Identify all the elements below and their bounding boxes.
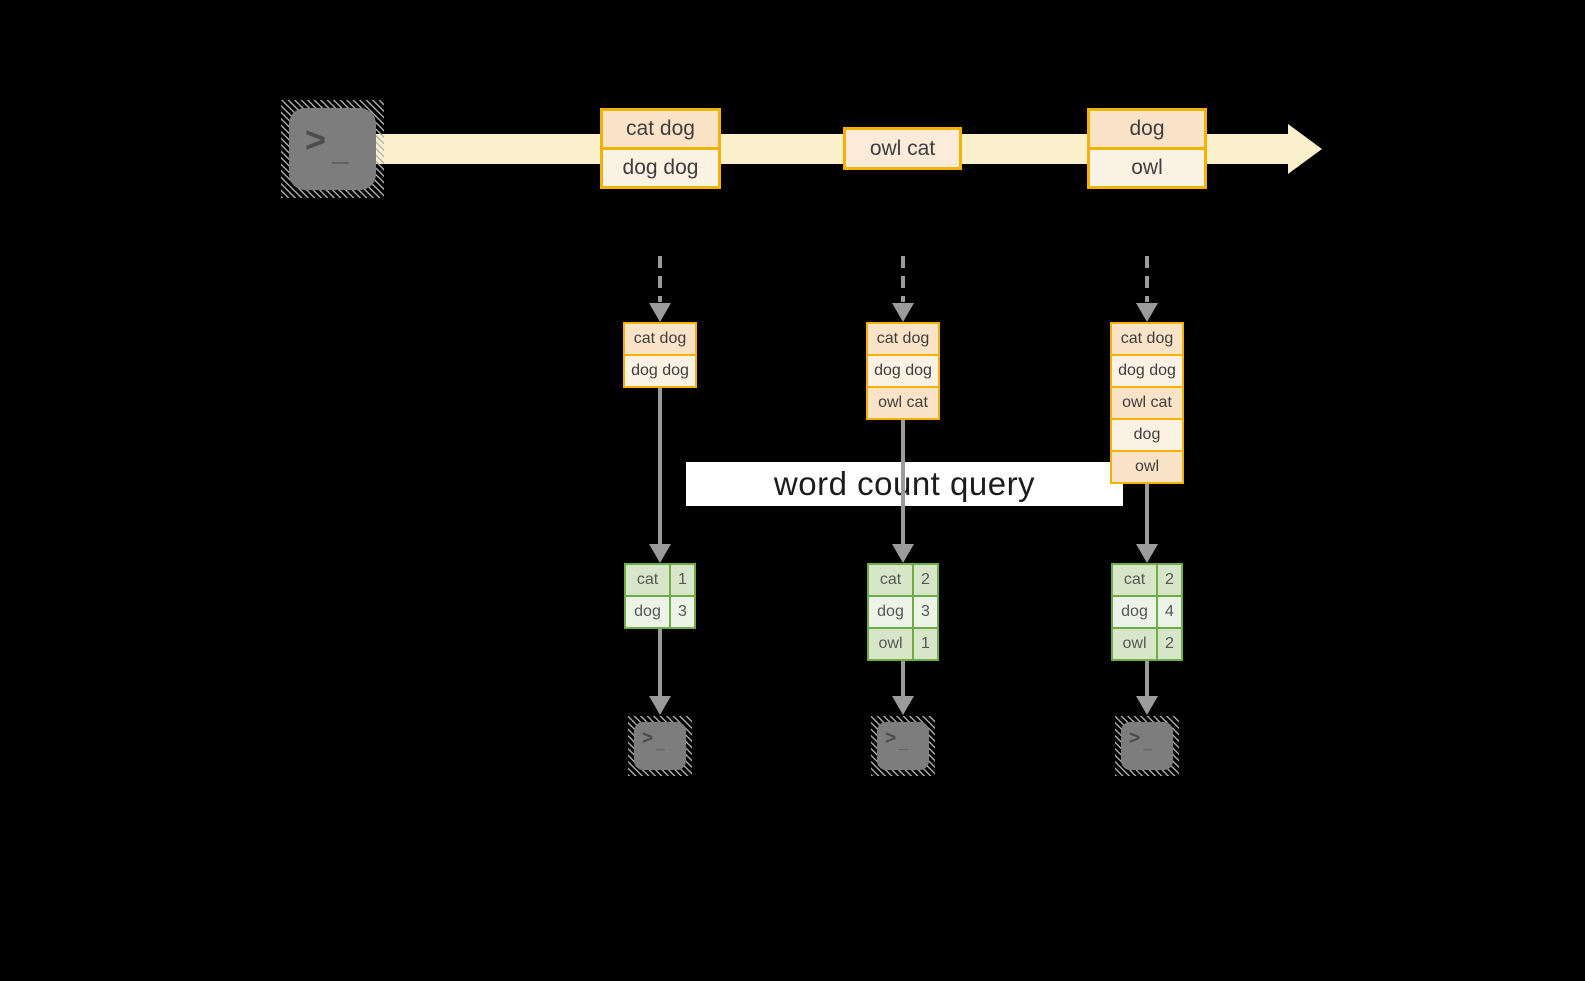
count-value: 3 (671, 597, 694, 627)
buffer-item: owl cat (1112, 388, 1182, 418)
buffer-stack-1: cat dog dog dog (623, 322, 697, 388)
message-line: dog dog (603, 150, 718, 186)
ingest-arrow-col1 (658, 256, 662, 302)
ingest-arrowhead-col1 (649, 303, 671, 322)
count-word: cat (869, 565, 912, 595)
stream-arrowhead-icon (1288, 124, 1322, 174)
count-word: owl (1113, 629, 1156, 659)
terminal-prompt-icon: > _ (634, 722, 686, 770)
sink-terminal-icon-1: > _ (628, 716, 692, 776)
ingest-arrow-col2 (901, 256, 905, 302)
prompt-chevron-icon: > (642, 728, 654, 749)
count-value: 2 (914, 565, 937, 595)
message-line: dog (1090, 111, 1204, 147)
ingest-arrow-col3 (1145, 256, 1149, 302)
source-terminal-icon: > _ (281, 100, 384, 198)
buffer-stack-2: cat dog dog dog owl cat (866, 322, 940, 420)
count-table-1: cat 1 dog 3 (624, 563, 696, 629)
prompt-underscore-icon: _ (656, 735, 665, 752)
buffer-item: dog dog (868, 356, 938, 386)
message-line: cat dog (603, 111, 718, 147)
prompt-chevron-icon: > (885, 728, 897, 749)
output-arrow-col2 (901, 661, 905, 696)
output-arrowhead-col2 (892, 696, 914, 715)
stream-message-2: owl cat (843, 127, 962, 170)
query-arrow-col1 (658, 388, 662, 545)
buffer-item: cat dog (868, 324, 938, 354)
output-arrow-col1 (658, 629, 662, 696)
prompt-chevron-icon: > (305, 119, 327, 160)
count-word: cat (626, 565, 669, 595)
buffer-item: dog dog (625, 356, 695, 386)
buffer-item: owl (1112, 452, 1182, 482)
count-word: dog (1113, 597, 1156, 627)
buffer-item: cat dog (625, 324, 695, 354)
count-value: 3 (914, 597, 937, 627)
prompt-underscore-icon: _ (899, 735, 908, 752)
terminal-prompt-icon: > _ (289, 108, 376, 190)
count-word: dog (869, 597, 912, 627)
output-arrowhead-col3 (1136, 696, 1158, 715)
query-arrowhead-col3 (1136, 544, 1158, 563)
output-arrow-col3 (1145, 661, 1149, 696)
count-value: 1 (671, 565, 694, 595)
query-arrowhead-col1 (649, 544, 671, 563)
count-table-3: cat 2 dog 4 owl 2 (1111, 563, 1183, 661)
buffer-item: cat dog (1112, 324, 1182, 354)
query-arrowhead-col2 (892, 544, 914, 563)
prompt-chevron-icon: > (1129, 728, 1141, 749)
buffer-item: owl cat (868, 388, 938, 418)
buffer-item: dog (1112, 420, 1182, 450)
count-value: 1 (914, 629, 937, 659)
count-value: 2 (1158, 629, 1181, 659)
message-line: owl (1090, 150, 1204, 186)
sink-terminal-icon-2: > _ (871, 716, 935, 776)
message-line: owl cat (846, 130, 959, 167)
sink-terminal-icon-3: > _ (1115, 716, 1179, 776)
query-arrow-col3 (1145, 484, 1149, 545)
ingest-arrowhead-col3 (1136, 303, 1158, 322)
stream-message-3: dog owl (1087, 108, 1207, 189)
count-word: owl (869, 629, 912, 659)
terminal-prompt-icon: > _ (877, 722, 929, 770)
count-value: 4 (1158, 597, 1181, 627)
terminal-prompt-icon: > _ (1121, 722, 1173, 770)
prompt-underscore-icon: _ (1143, 735, 1152, 752)
count-table-2: cat 2 dog 3 owl 1 (867, 563, 939, 661)
ingest-arrowhead-col2 (892, 303, 914, 322)
count-word: cat (1113, 565, 1156, 595)
count-value: 2 (1158, 565, 1181, 595)
buffer-item: dog dog (1112, 356, 1182, 386)
query-arrow-col2 (901, 420, 905, 545)
stream-message-1: cat dog dog dog (600, 108, 721, 189)
prompt-underscore-icon: _ (332, 134, 349, 167)
buffer-stack-3: cat dog dog dog owl cat dog owl (1110, 322, 1184, 484)
count-word: dog (626, 597, 669, 627)
output-arrowhead-col1 (649, 696, 671, 715)
